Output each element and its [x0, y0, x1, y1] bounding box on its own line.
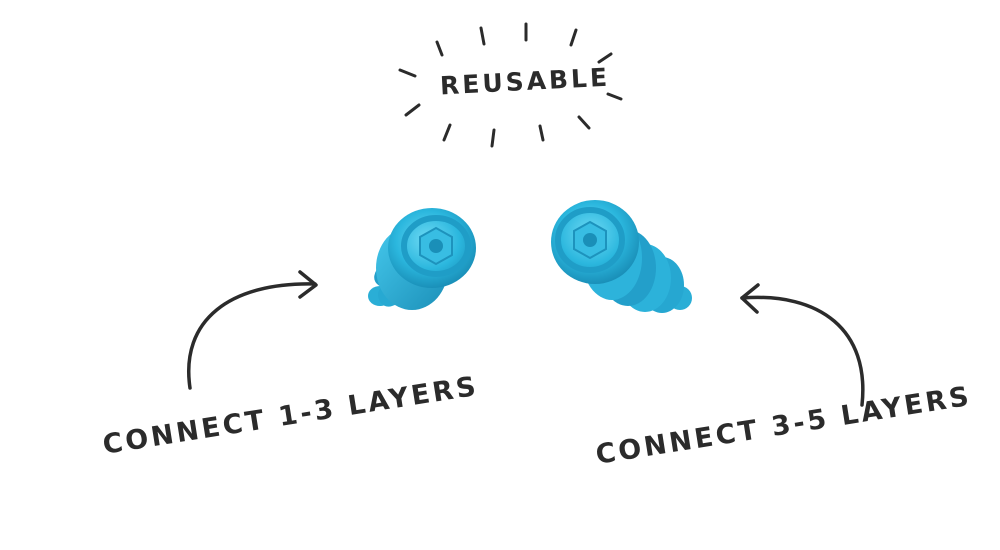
burst-line [577, 115, 591, 130]
left-curved-arrow [187, 270, 318, 390]
burst-line [404, 103, 421, 117]
burst-line [442, 123, 452, 142]
burst-line [538, 124, 545, 142]
sunburst-lines [398, 22, 623, 148]
burst-line [398, 68, 417, 78]
burst-line [597, 52, 613, 64]
burst-line [490, 128, 496, 148]
burst-line [606, 92, 623, 101]
burst-line [569, 28, 578, 47]
left-earplug-icon [368, 208, 476, 310]
burst-line [479, 26, 486, 46]
burst-line [435, 40, 444, 57]
right-curved-arrow [740, 283, 865, 407]
right-earplug-icon [551, 200, 692, 313]
